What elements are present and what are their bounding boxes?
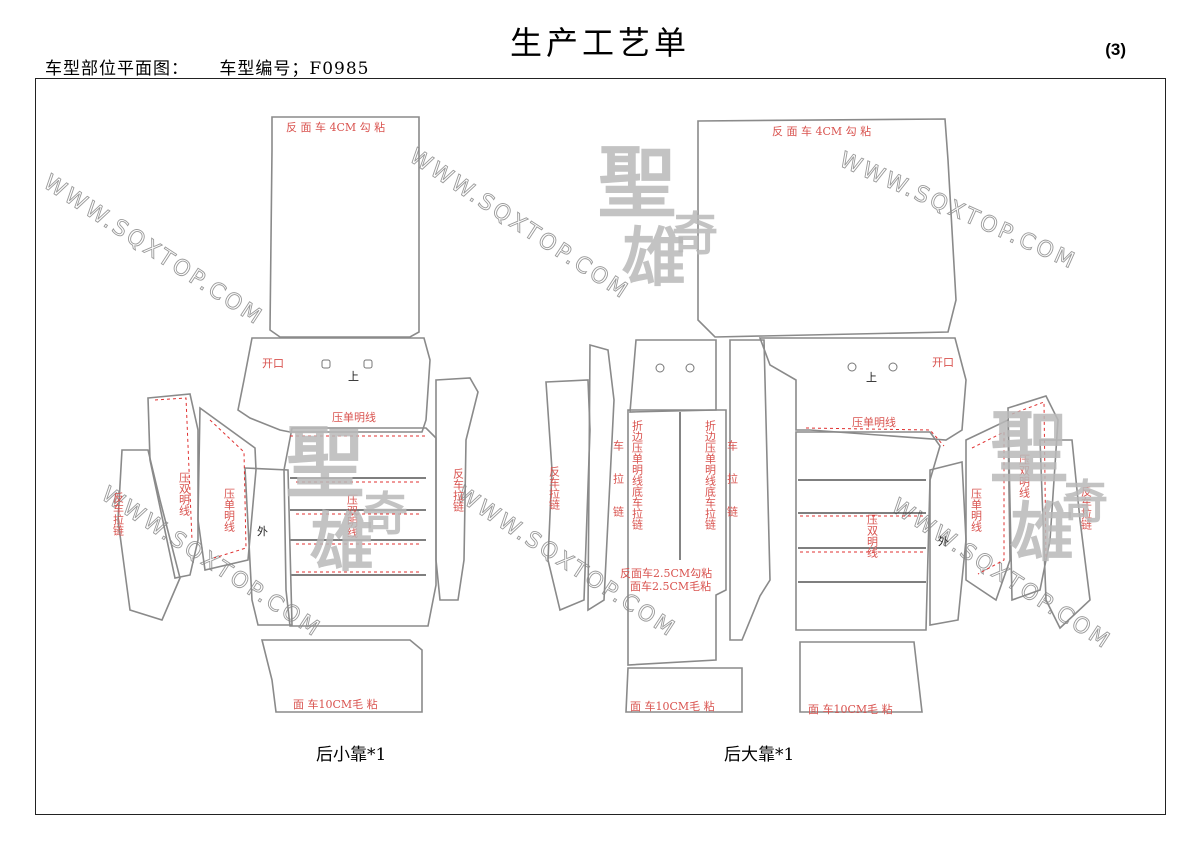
page-number: (3) <box>1105 40 1126 59</box>
left-bottom-note: 面 车10CM毛 粘 <box>293 697 378 711</box>
logo-mid-2: 奇 <box>362 487 408 541</box>
watermark-url-5: WWW.SQXTOP.COM <box>452 482 681 643</box>
left-single-line-label: 压单明线 <box>332 410 376 424</box>
right-double-line-side: 压双明线 <box>1018 454 1031 498</box>
right-up-label: 上 <box>866 371 877 384</box>
right-single-line-label: 压单明线 <box>852 415 896 429</box>
logo-top-3: 聖 <box>990 404 1068 494</box>
right-single-line-side: 压单明线 <box>970 488 983 532</box>
right-outer-strip <box>929 460 967 626</box>
logo-bottom-1: 雄 <box>622 222 686 296</box>
logo-bottom-2: 雄 <box>310 507 374 581</box>
right-outer-label: 外 <box>938 535 949 548</box>
page-title: 生产工艺单 <box>509 24 690 62</box>
right-fold-note-left: 折边压单明线底车拉链 <box>631 419 644 530</box>
watermark-url-1: WWW.SQXTOP.COM <box>39 170 268 331</box>
left-pattern: 反 面 车 4CM 勾 粘 开口 上 压单明线 压双明线 压单明线 外 压双明线… <box>112 116 479 765</box>
right-bottom-left-note: 面 车10CM毛 粘 <box>630 699 715 713</box>
right-hook-note: 反面车2.5CM勾粘 <box>620 566 712 580</box>
logo-watermarks: 聖 奇 雄 聖 奇 雄 聖 奇 雄 <box>286 139 1108 581</box>
logo-bottom-3: 雄 <box>1010 497 1074 571</box>
right-fluff-note: 面车2.5CM毛粘 <box>630 579 711 593</box>
right-pattern: 反 面 车 4CM 勾 粘 开口 上 压单明线 反车拉链 车拉链 折边压单明线底… <box>545 118 1093 765</box>
left-opening-label: 开口 <box>262 357 284 370</box>
right-mid-strip <box>729 339 771 641</box>
right-bottom-left-panel <box>625 667 743 713</box>
left-side-piece-2 <box>147 393 199 579</box>
left-upper-panel <box>237 337 431 433</box>
right-side-piece-1 <box>965 418 1011 602</box>
left-zip-right: 反车拉链 <box>452 468 465 512</box>
right-bottom-right-note: 面 车10CM毛 粘 <box>808 702 893 716</box>
left-caption: 后小靠*1 <box>316 745 386 765</box>
left-right-piece <box>435 377 479 601</box>
header-info: 车型部位平面图： 车型编号；F0985 <box>45 54 393 79</box>
right-side-piece-3 <box>1039 439 1091 630</box>
right-zip-left: 反车拉链 <box>548 466 561 510</box>
right-caption: 后大靠*1 <box>724 745 794 765</box>
watermark-url-3: WWW.SQXTOP.COM <box>836 148 1081 275</box>
logo-mid-3: 奇 <box>1062 475 1108 529</box>
right-upper-panel <box>758 337 967 441</box>
left-outer-strip <box>244 467 293 626</box>
right-left-piece-1 <box>545 379 591 612</box>
right-car-zip-left: 车拉链 <box>612 439 625 539</box>
right-fold-panel <box>627 409 727 666</box>
left-zip-left: 反车拉链 <box>112 492 125 536</box>
logo-mid-1: 奇 <box>672 207 718 261</box>
right-zip-right: 反车拉链 <box>1080 486 1093 530</box>
right-bottom-right-panel <box>799 641 923 713</box>
right-top-note: 反 面 车 4CM 勾 粘 <box>772 124 871 138</box>
right-upper-left-panel <box>629 339 717 413</box>
right-double-line-center: 压双明线 <box>866 514 879 558</box>
left-top-panel <box>269 116 420 338</box>
left-bottom-panel <box>260 639 423 713</box>
left-top-note: 反 面 车 4CM 勾 粘 <box>286 120 385 134</box>
right-top-panel <box>697 118 957 338</box>
logo-top-2: 聖 <box>286 419 364 509</box>
right-car-zip-right: 车拉链 <box>726 439 739 539</box>
left-up-label: 上 <box>348 370 359 383</box>
left-double-line-side: 压双明线 <box>178 472 191 516</box>
left-center-panel <box>283 427 437 627</box>
drawing-frame <box>35 78 1166 815</box>
left-single-line-side: 压单明线 <box>223 488 236 532</box>
left-double-line-center: 压双明线 <box>346 494 359 538</box>
watermarks: WWW.SQXTOP.COM WWW.SQXTOP.COM WWW.SQXTOP… <box>38 144 1116 656</box>
right-side-piece-2 <box>1007 395 1059 602</box>
model-number: 车型编号；F0985 <box>219 59 370 79</box>
logo-top-1: 聖 <box>598 139 676 229</box>
header-label: 车型部位平面图： <box>45 59 189 79</box>
right-fold-note-right: 折边压单明线底车拉链 <box>704 419 717 530</box>
left-side-piece-3 <box>117 449 181 621</box>
left-outer-label: 外 <box>257 525 268 538</box>
right-opening-label: 开口 <box>932 356 954 369</box>
right-left-piece-2 <box>587 343 615 612</box>
